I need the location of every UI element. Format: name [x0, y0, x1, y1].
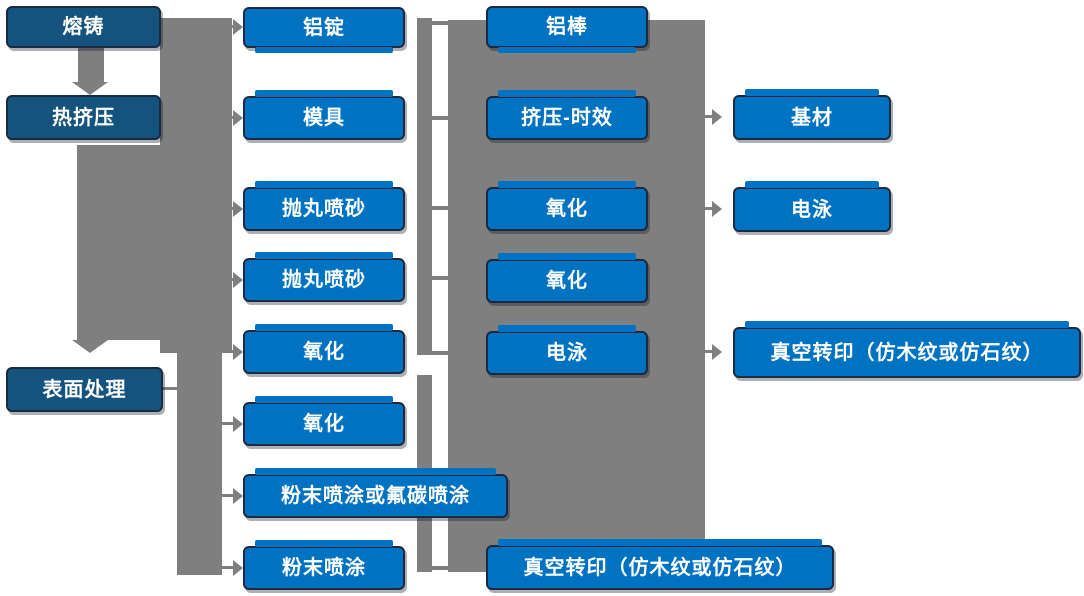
node-fenmopentu: 粉末喷涂	[243, 540, 405, 590]
arrow-tail	[703, 207, 713, 210]
arrow-to-yanghua1	[233, 344, 243, 360]
node-lvding: 铝锭	[243, 7, 405, 53]
arrow-tail	[222, 350, 233, 353]
node-zhenkong-right: 真空转印（仿木纹或仿石纹）	[733, 321, 1081, 378]
arrow-to-paowan1	[233, 201, 243, 217]
connector-mid-bar-upper	[417, 18, 432, 355]
arrow-tail	[222, 422, 233, 425]
arrow-to-jicai	[712, 109, 722, 125]
arrow-tail	[222, 494, 233, 497]
node-zhenkong-bottom: 真空转印（仿木纹或仿石纹）	[486, 539, 834, 590]
arrow-tail	[222, 25, 233, 28]
connector-mid-stub	[430, 351, 449, 355]
arrow-to-lvding	[233, 19, 243, 35]
arrow-tail	[222, 207, 233, 210]
arrow-to-fenmopentu	[233, 560, 243, 576]
arrow-to-yanghua2	[233, 416, 243, 432]
connector-mid-stub	[430, 206, 449, 210]
connector-melt-down-bar	[78, 48, 104, 84]
node-yanghua-2: 氧化	[243, 396, 405, 446]
arrow-tail	[703, 115, 713, 118]
arrow-down-to-hot-extrusion	[72, 82, 108, 95]
arrow-to-paowan2	[233, 272, 243, 288]
node-paowanpensha-2: 抛丸喷砂	[243, 252, 405, 302]
node-yanghua-1: 氧化	[243, 324, 405, 374]
arrow-to-zhenkong-right	[712, 344, 722, 360]
arrow-to-dianyong2	[712, 201, 722, 217]
connector-left-lower-bar	[177, 340, 222, 575]
connector-surface-stub	[161, 387, 179, 390]
connector-mass-right	[160, 18, 232, 353]
arrow-down-to-surface-treatment	[72, 340, 108, 353]
node-yanghua-4: 氧化	[486, 253, 648, 303]
node-lvbang: 铝棒	[486, 6, 648, 53]
arrow-tail	[703, 350, 713, 353]
node-rongzhu: 熔铸	[6, 6, 161, 48]
node-yanghua-3: 氧化	[486, 181, 648, 231]
node-jiya-shixiao: 挤压-时效	[486, 90, 648, 140]
node-dianyong-1: 电泳	[486, 325, 648, 375]
connector-mid-stub	[430, 21, 449, 25]
arrow-tail	[222, 278, 233, 281]
connector-mid-stub	[430, 276, 449, 280]
arrow-to-moju	[233, 110, 243, 126]
arrow-to-fenmo-futan	[233, 488, 243, 504]
arrow-tail	[222, 116, 233, 119]
node-fenmo-futan: 粉末喷涂或氟碳喷涂	[243, 468, 508, 518]
connector-mid-stub	[430, 566, 449, 570]
connector-mid-stub	[430, 116, 449, 120]
node-rejiya: 热挤压	[6, 95, 161, 140]
node-jicai: 基材	[733, 89, 891, 140]
connector-mass-left	[77, 145, 162, 340]
arrow-tail	[222, 566, 233, 569]
node-dianyong-2: 电泳	[733, 181, 891, 232]
node-biaomianchuli: 表面处理	[6, 367, 163, 412]
node-paowanpensha-1: 抛丸喷砂	[243, 181, 405, 231]
node-moju: 模具	[243, 90, 405, 140]
